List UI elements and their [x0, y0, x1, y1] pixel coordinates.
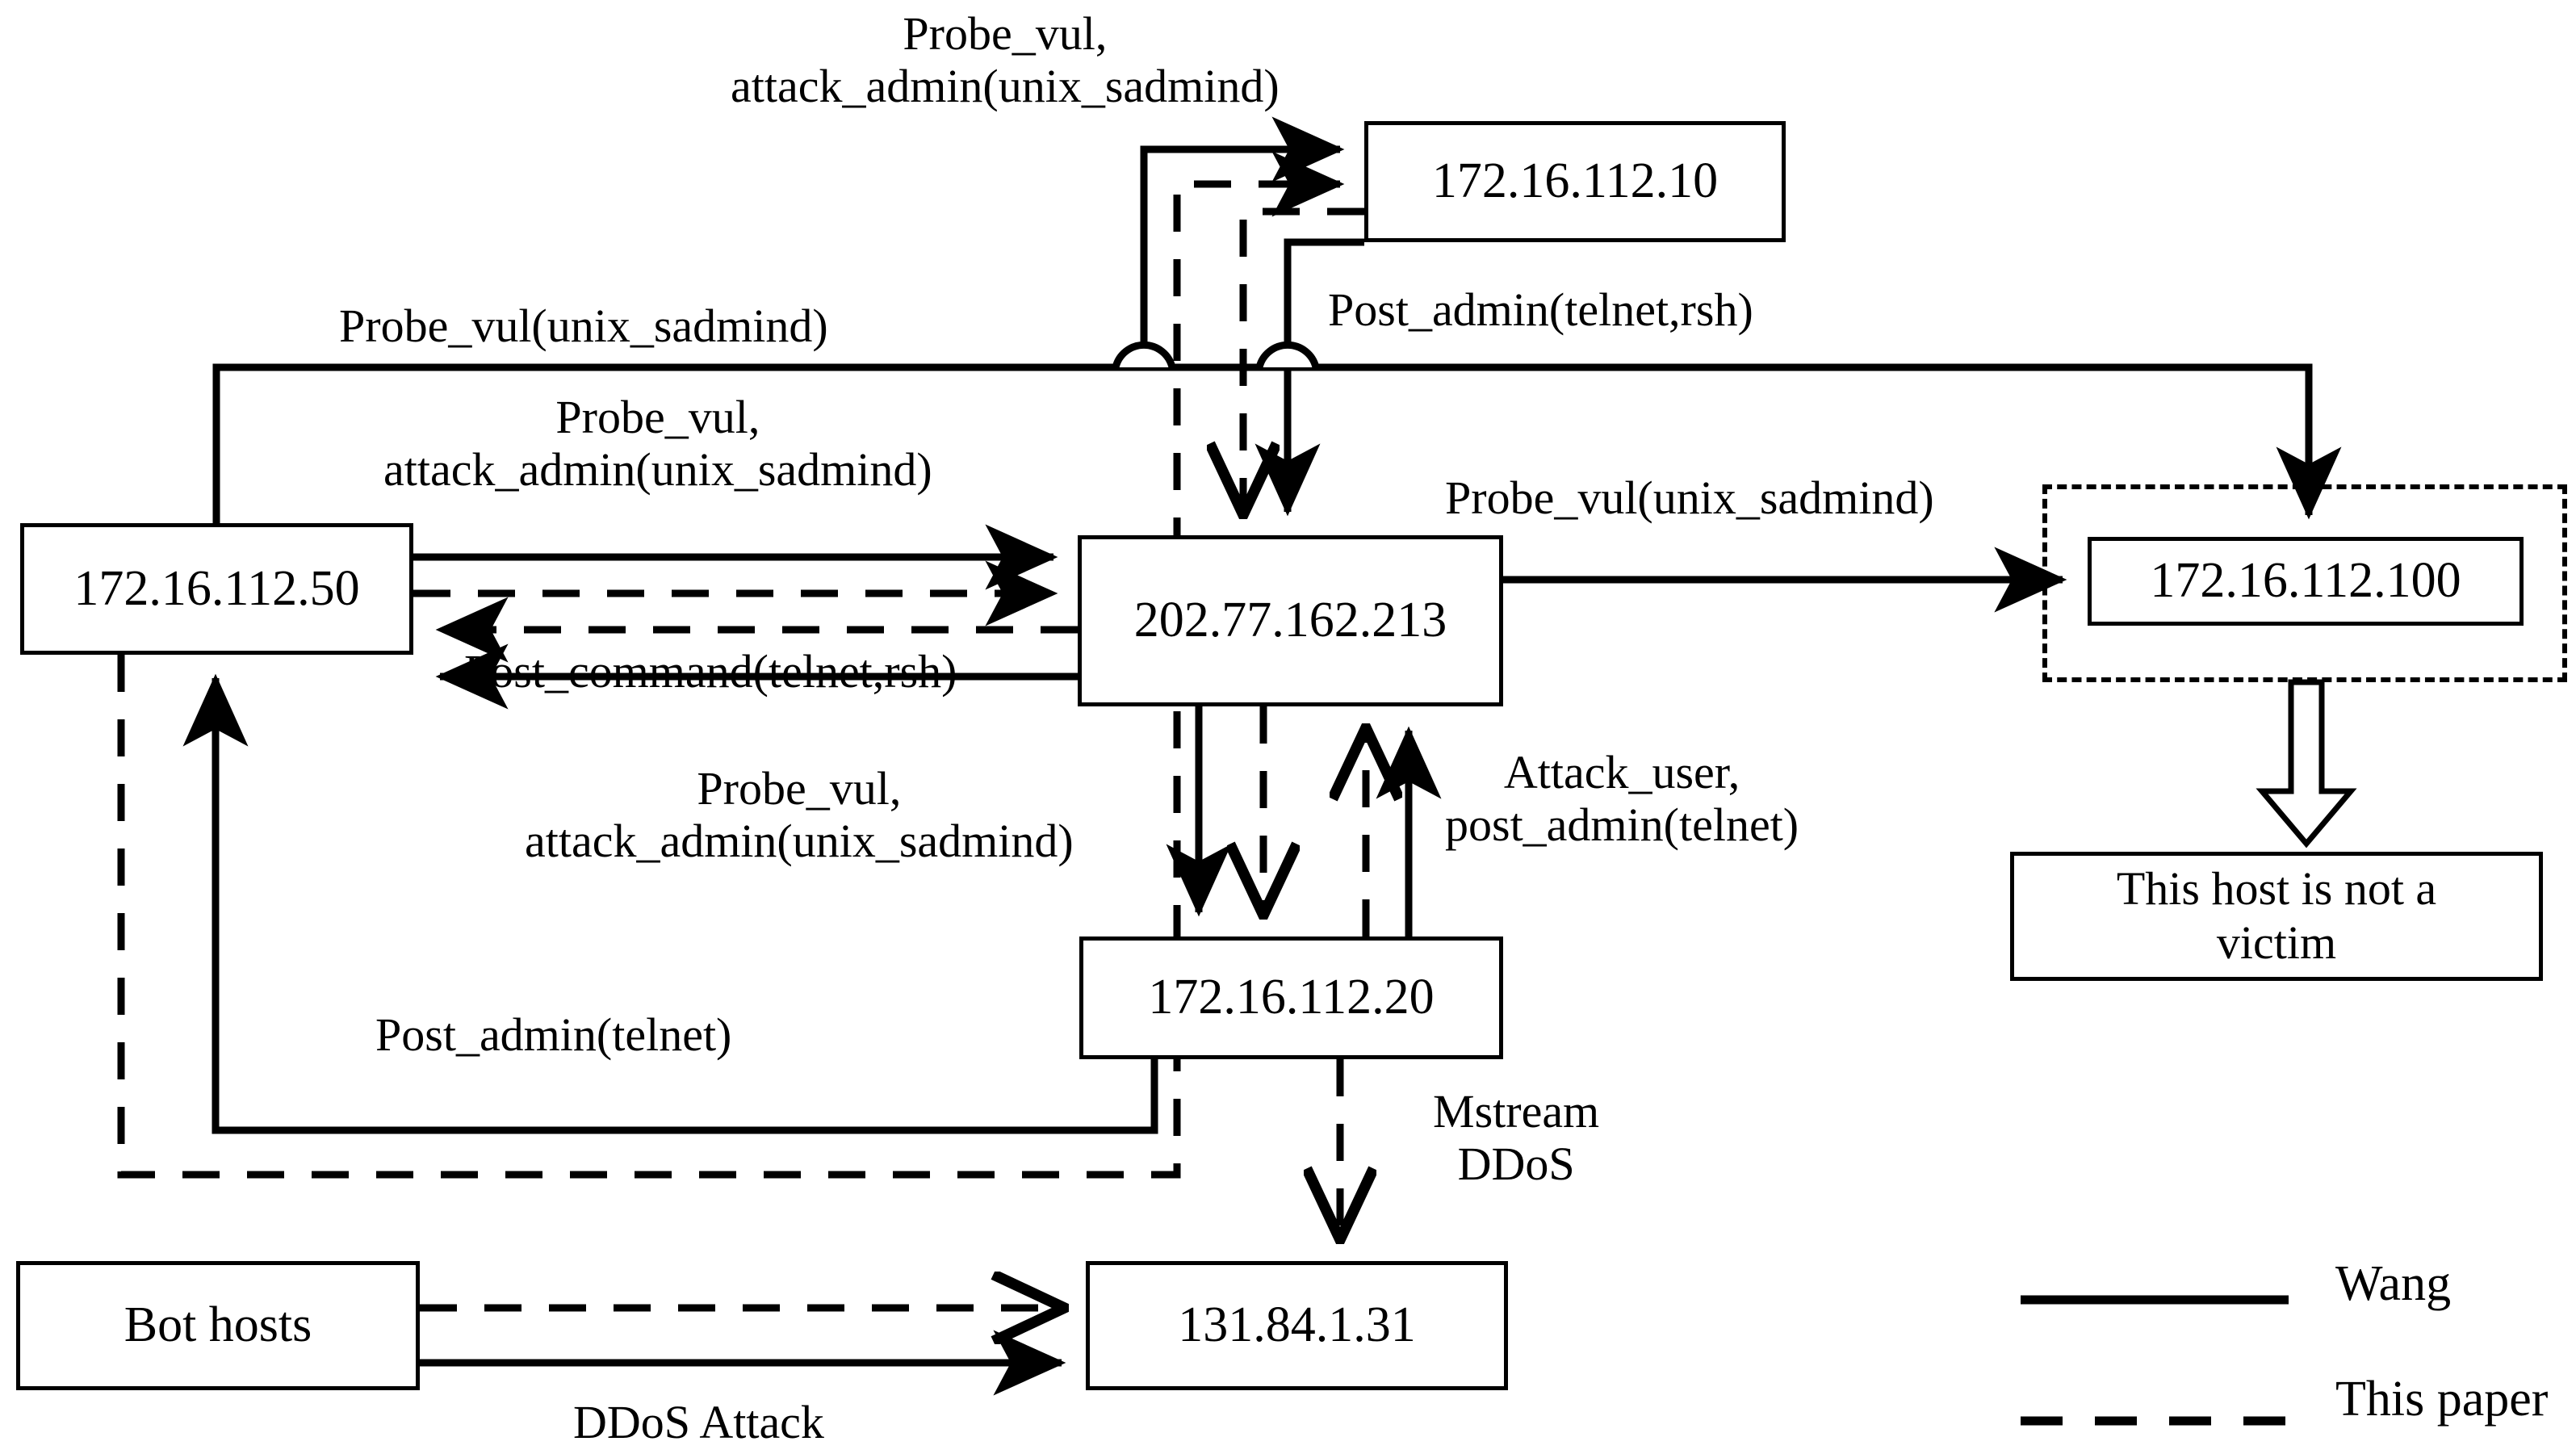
edge-label-probe-vul-unix-sadmind: Probe_vul(unix_sadmind): [339, 300, 828, 352]
node-label: 131.84.1.31: [1178, 1297, 1416, 1353]
node-172-16-112-100[interactable]: 172.16.112.100: [2088, 537, 2524, 626]
node-202-77-162-213[interactable]: 202.77.162.213: [1078, 535, 1503, 706]
edge-label-ddos-attack: DDoS Attack: [573, 1396, 824, 1448]
node-172-16-112-50[interactable]: 172.16.112.50: [20, 523, 413, 655]
edge-h50-to-h10-dashed: [117, 151, 1345, 1179]
node-label: 172.16.112.20: [1148, 970, 1435, 1025]
edge-label-probe-attack-top: Probe_vul, attack_admin(unix_sadmind): [731, 7, 1280, 112]
node-172-16-112-10[interactable]: 172.16.112.10: [1364, 121, 1786, 242]
edge-label-post-admin-telnet-rsh: Post_admin(telnet,rsh): [1328, 283, 1753, 336]
edge-label-mstream-ddos: Mstream DDoS: [1433, 1085, 1600, 1190]
note-text: This host is not a victim: [2116, 862, 2437, 969]
block-arrow-not-a-victim: [2256, 679, 2357, 849]
edge-label-attack-user-post-admin: Attack_user, post_admin(telnet): [1445, 746, 1799, 851]
legend-label-this-paper: This paper: [2335, 1372, 2549, 1427]
edge-label-post-command-telnet-rsh: Post_command(telnet,rsh): [464, 645, 957, 698]
legend-label-wang: Wang: [2335, 1256, 2452, 1311]
node-131-84-1-31[interactable]: 131.84.1.31: [1086, 1261, 1508, 1390]
line-hop-b: [1255, 341, 1320, 369]
edge-h20-to-h50-solid: [182, 673, 1158, 1134]
node-label: 172.16.112.100: [2150, 553, 2461, 609]
edge-label-probe-attack-mid: Probe_vul, attack_admin(unix_sadmind): [383, 391, 932, 496]
node-bot-hosts[interactable]: Bot hosts: [16, 1261, 420, 1390]
note-host-not-a-victim: This host is not a victim: [2010, 852, 2543, 981]
edge-h10-to-h213-solid: [1254, 238, 1364, 517]
node-label: 172.16.112.50: [73, 560, 360, 616]
node-172-16-112-20[interactable]: 172.16.112.20: [1079, 937, 1503, 1059]
node-label: Bot hosts: [124, 1297, 312, 1353]
edge-label-post-admin-telnet: Post_admin(telnet): [375, 1008, 732, 1061]
node-label: 202.77.162.213: [1133, 593, 1447, 648]
line-hop-a: [1112, 341, 1176, 369]
edge-label-probe-attack-lower: Probe_vul, attack_admin(unix_sadmind): [525, 762, 1074, 867]
node-label: 172.16.112.10: [1431, 153, 1719, 209]
edge-label-probe-vul-right: Probe_vul(unix_sadmind): [1445, 471, 1934, 524]
